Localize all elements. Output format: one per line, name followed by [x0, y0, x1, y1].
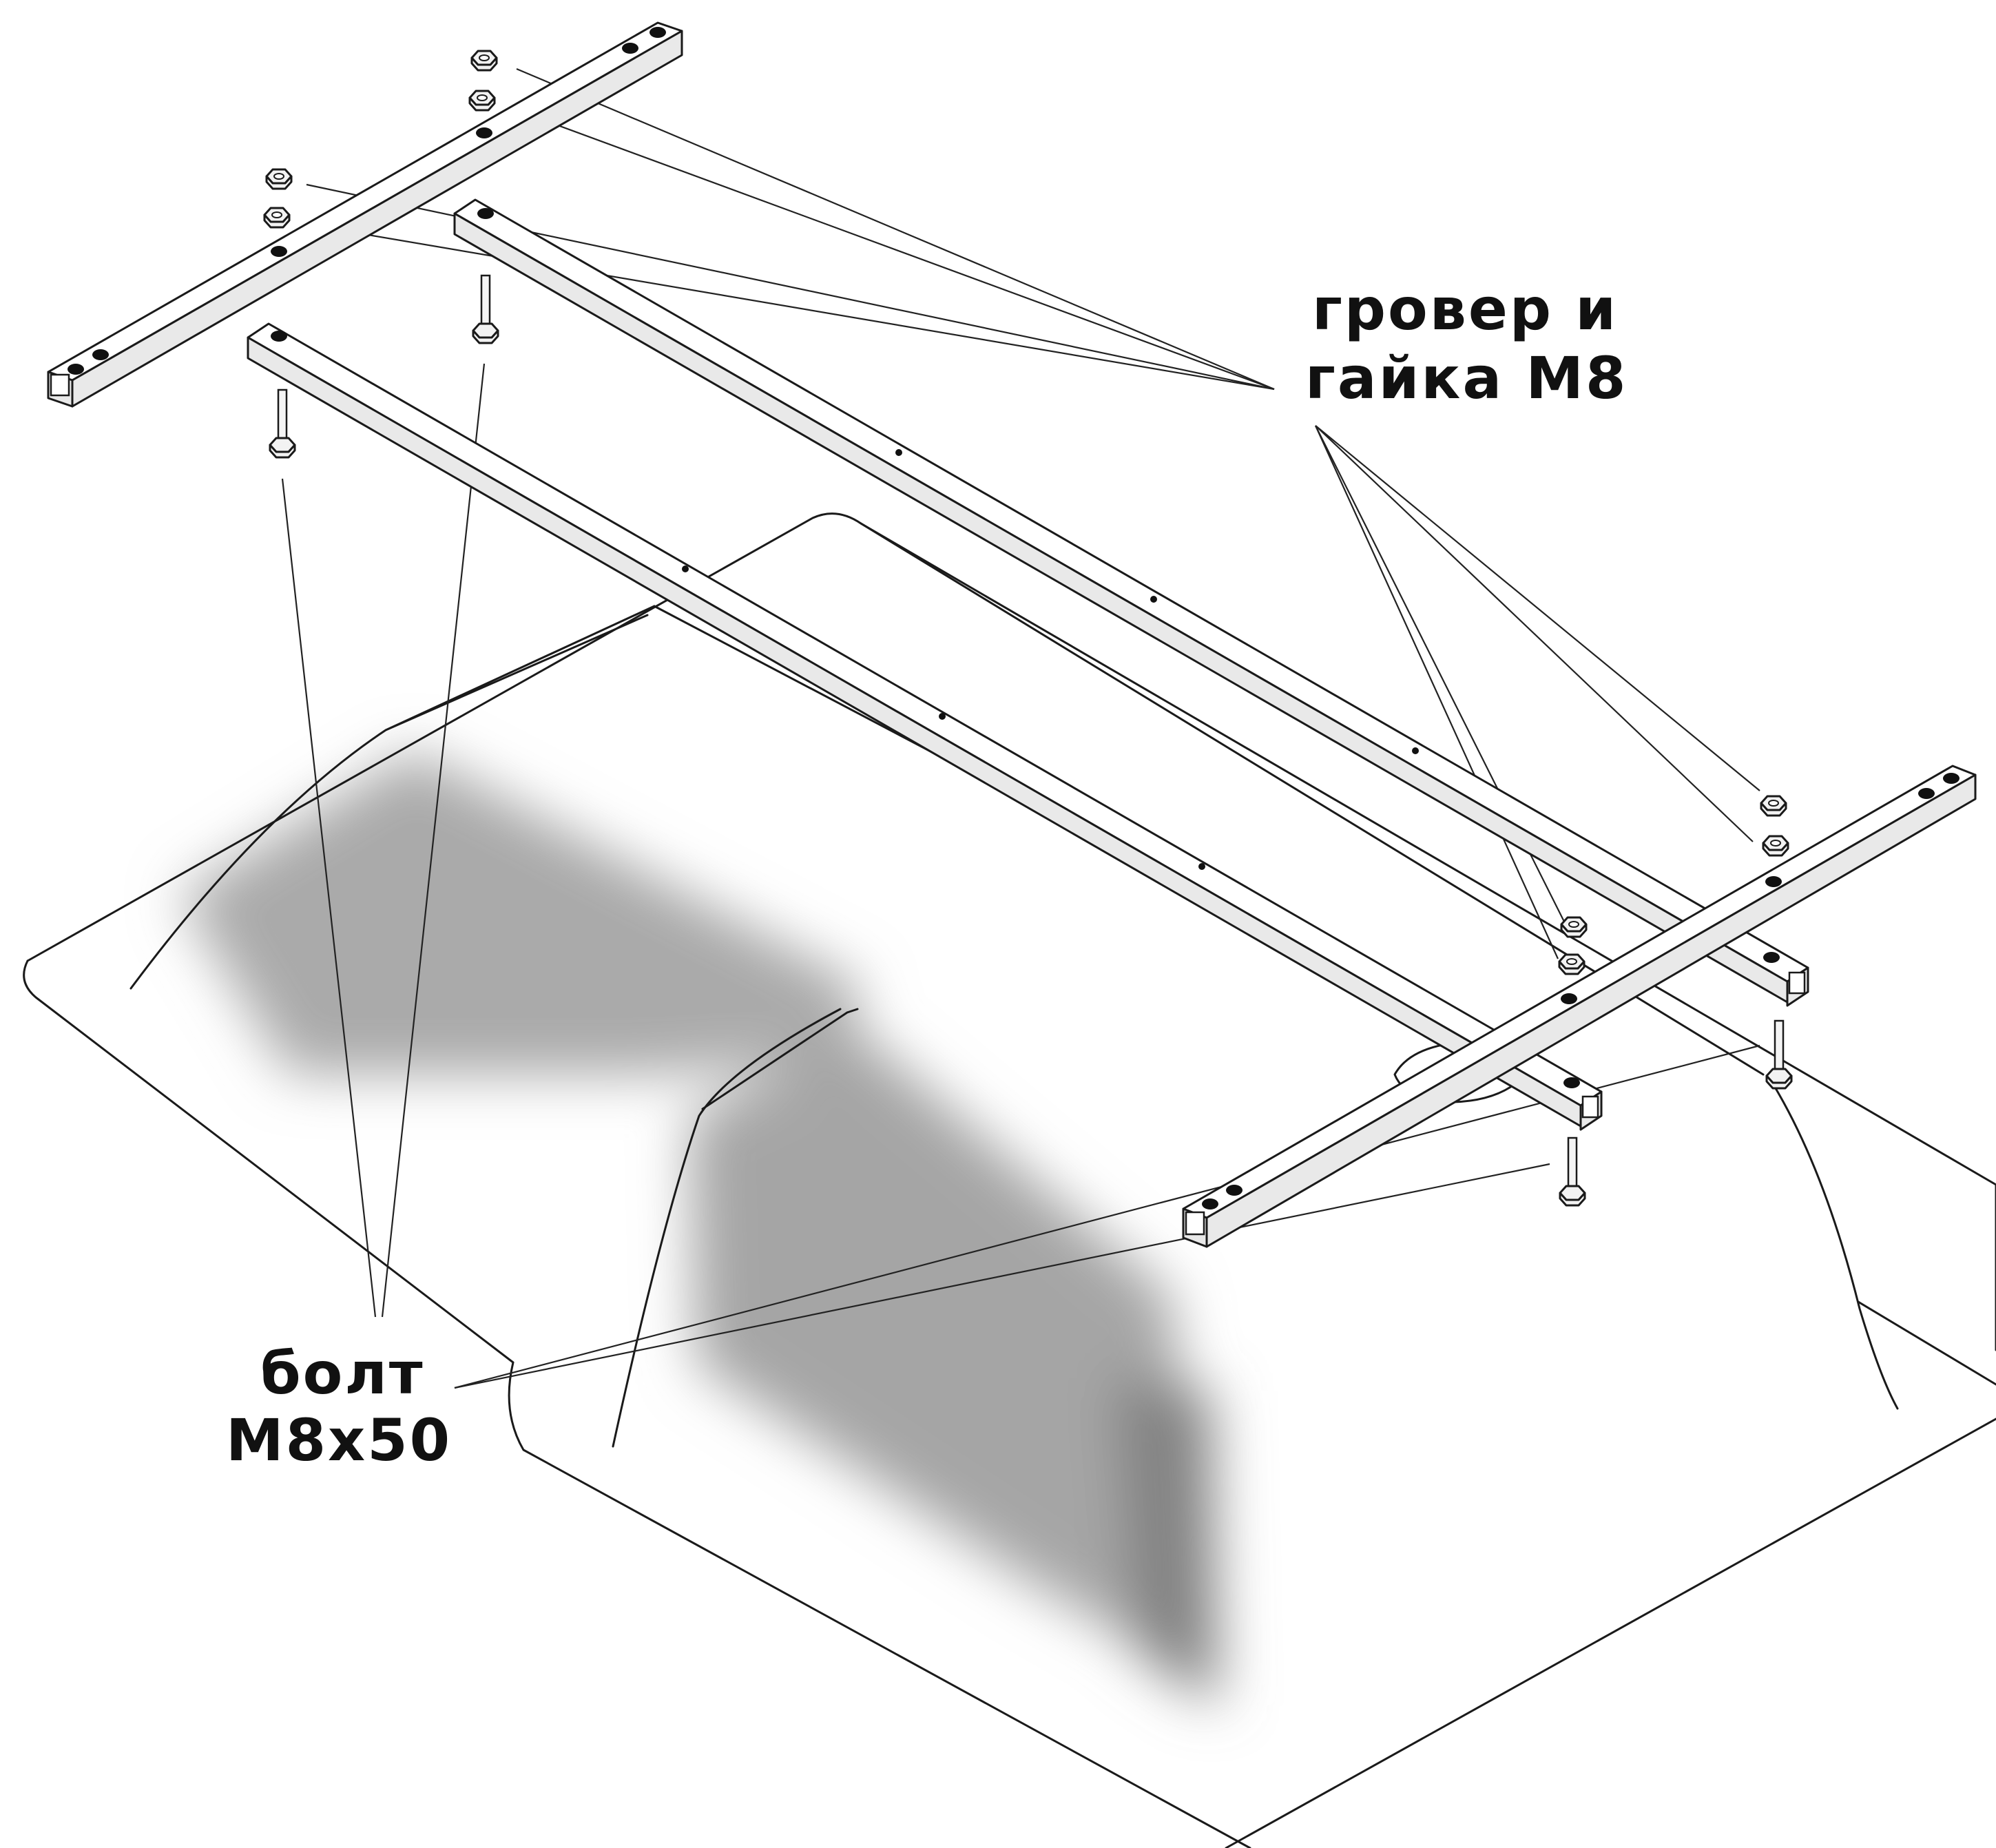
bathtub-rim: [23, 512, 1996, 1848]
bathtub-shading: [179, 751, 1219, 1708]
bolt-icon: [472, 274, 499, 344]
cross-tube-bottom-right: [1182, 765, 1977, 1248]
nut-icon: [265, 168, 293, 190]
bolt-icon: [1765, 1019, 1793, 1090]
label-washer-nut-line2: гайка М8: [1305, 344, 1628, 412]
nuts-and-washers: [263, 50, 1789, 975]
callout-washer-nut: гровер и гайка М8: [1305, 276, 1628, 412]
bathtub: [23, 512, 1996, 1848]
long-tube-rear: [453, 198, 1809, 1007]
washer-icon: [1762, 835, 1789, 857]
bolts: [269, 274, 1793, 1207]
callout-bolt: болт М8х50: [226, 1340, 452, 1474]
bathtub-basin-edge: [129, 605, 859, 1448]
cross-tube-top-left: [47, 21, 683, 408]
nut-icon: [1560, 916, 1588, 938]
washer-icon: [1558, 953, 1586, 975]
label-washer-nut-line1: гровер и: [1312, 276, 1618, 343]
long-tube-front: [247, 322, 1603, 1131]
nut-icon: [470, 50, 498, 72]
label-bolt-line1: болт: [260, 1340, 425, 1407]
bolt-icon: [269, 388, 296, 459]
washer-icon: [263, 207, 291, 229]
frame-tubes: [47, 21, 1977, 1248]
washer-icon: [468, 90, 496, 112]
label-bolt-line2: М8х50: [226, 1406, 452, 1474]
bolt-icon: [1559, 1136, 1586, 1207]
nut-icon: [1760, 795, 1787, 817]
bathtub-inner-wall: [1772, 1083, 1899, 1410]
